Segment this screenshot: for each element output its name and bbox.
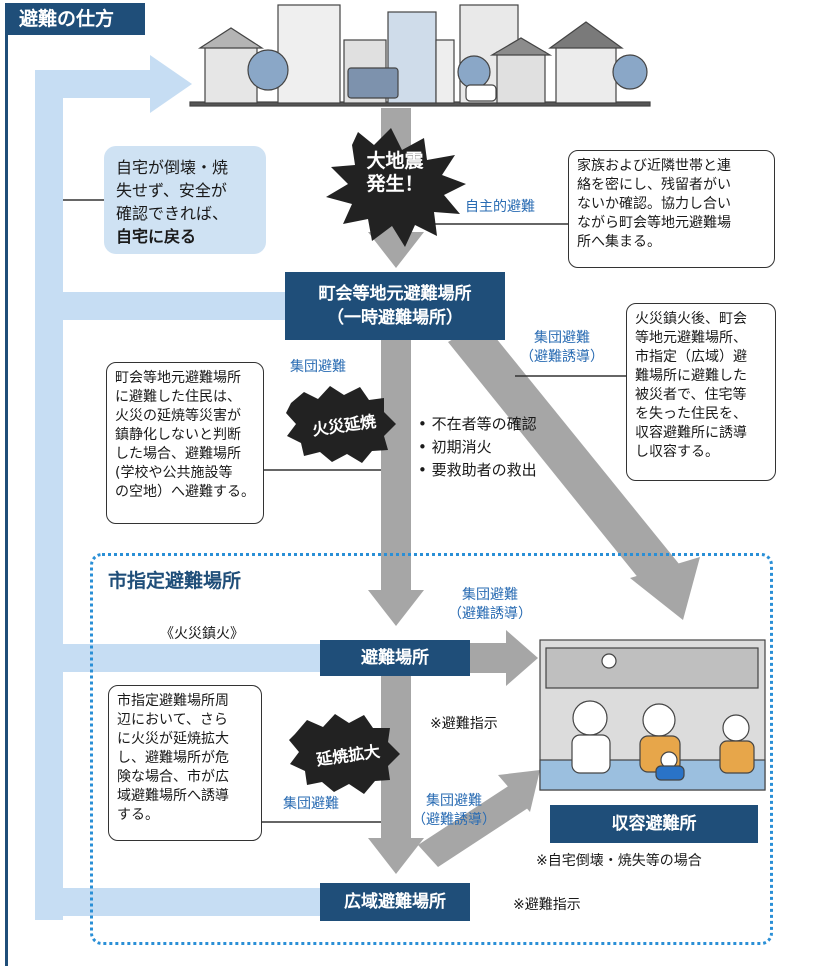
note-line: 辺において、さら (117, 712, 228, 728)
voluntary-evacuation-label: 自主的避難 (465, 199, 535, 215)
checklist-item: • 初期消火 (418, 438, 492, 456)
left-rule (5, 32, 8, 966)
earthquake-label: 大地震 発生！ (340, 150, 450, 196)
collapse-case-note: ※自宅倒壊・焼失等の場合 (536, 853, 702, 869)
wide-area-shelter-box: 広域避難場所 (320, 883, 470, 921)
fire-out-label: 《火災鎮火》 (160, 626, 244, 642)
group-guided-label-2: 集団避難 （避難誘導） (448, 586, 532, 624)
city-designated-zone (90, 553, 773, 945)
note-line: 険な場合、市が広 (117, 769, 229, 785)
spread-expand-note: 市指定避難場所周 辺において、さら に火災が延焼拡大 し、避難場所が危 険な場合… (108, 685, 262, 841)
note-line: に火災が延焼拡大 (117, 731, 229, 747)
evacuation-instruction-1: ※避難指示 (430, 716, 498, 732)
checklist-item: • 不在者等の確認 (418, 415, 537, 433)
note-line: 被災者で、住宅等 (635, 387, 747, 403)
note-line: 市指定（広域）避 (635, 349, 747, 365)
note-line: 火災鎮火後、町会 (635, 311, 747, 327)
group-guided-label-1: 集団避難 （避難誘導） (520, 329, 604, 367)
local-shelter-line2: （一時避難場所） (327, 308, 463, 328)
group-evacuation-label-1: 集団避難 (290, 359, 346, 375)
note-line: 域避難場所へ誘導 (117, 788, 229, 804)
return-bold: 自宅に戻る (116, 227, 197, 246)
accommodation-shelter-box: 収容避難所 (550, 805, 758, 843)
label-line: 集団避難 (426, 793, 482, 809)
note-line: 等地元避難場所、 (635, 330, 747, 346)
note-line: (学校や公共施設等 (115, 465, 233, 481)
label-line: （避難誘導） (412, 812, 496, 828)
connector-lines (63, 199, 626, 823)
action-checklist: • 不在者等の確認 • 初期消火 • 要救助者の救出 (418, 413, 537, 482)
checklist-text: 要救助者の救出 (431, 461, 537, 479)
local-shelter-line1: 町会等地元避難場所 (318, 284, 472, 304)
note-line: 絡を密にし、残留者がい (577, 177, 731, 193)
return-line: 自宅が倒壊・焼 (116, 158, 229, 177)
fire-spread-note: 町会等地元避難場所 に避難した住民は、 火災の延焼等災害が 鎮静化しないと判断 … (106, 362, 264, 524)
return-connectors (63, 292, 321, 916)
note-line: 町会等地元避難場所 (115, 370, 241, 386)
note-line: 所へ集まる。 (577, 234, 661, 250)
label-line: （避難誘導） (448, 606, 532, 622)
checklist-text: 初期消火 (431, 438, 492, 456)
checklist-item: • 要救助者の救出 (418, 461, 537, 479)
voluntary-note: 家族および近隣世帯と連 絡を密にし、残留者がい ないか確認。協力し合い ながら町… (568, 150, 775, 268)
group-evacuation-label-2: 集団避難 (283, 796, 339, 812)
checklist-text: 不在者等の確認 (431, 415, 537, 433)
note-line: ながら町会等地元避難場 (577, 215, 731, 231)
note-line: した場合、避難場所 (115, 446, 241, 462)
evacuation-instruction-2: ※避難指示 (513, 897, 581, 913)
group-guided-label-3: 集団避難 （避難誘導） (412, 792, 496, 830)
return-line: 失せず、安全が (116, 181, 227, 200)
earthquake-line1: 大地震 (366, 150, 424, 172)
evacuation-site-box: 避難場所 (320, 640, 470, 676)
local-shelter-box: 町会等地元避難場所 （一時避難場所） (285, 272, 505, 340)
page-title: 避難の仕方 (5, 3, 145, 35)
note-line: 収容避難所に誘導 (635, 425, 747, 441)
expand-burst (289, 714, 400, 794)
note-line: 鎮静化しないと判断 (115, 427, 241, 443)
note-line: する。 (117, 807, 159, 823)
earthquake-line2: 発生！ (366, 173, 424, 195)
note-line: 火災の延焼等災害が (115, 408, 241, 424)
fire-spread-burst (286, 386, 396, 463)
note-line: に避難した住民は、 (115, 389, 241, 405)
label-line: 集団避難 (462, 587, 518, 603)
note-line: 家族および近隣世帯と連 (577, 158, 731, 174)
return-line: 確認できれば、 (116, 204, 229, 223)
earthquake-burst (326, 128, 466, 247)
label-line: （避難誘導） (520, 349, 604, 365)
after-fire-note: 火災鎮火後、町会 等地元避難場所、 市指定（広域）避 難場所に避難した 被災者で… (626, 303, 776, 481)
return-home-note: 自宅が倒壊・焼 失せず、安全が 確認できれば、 自宅に戻る (104, 146, 266, 254)
note-line: ないか確認。協力し合い (577, 196, 731, 212)
label-line: 集団避難 (534, 330, 590, 346)
note-line: 難場所に避難した (635, 368, 747, 384)
shelter-illustration (539, 639, 766, 791)
zone-title: 市指定避難場所 (108, 570, 242, 592)
note-line: し収容する。 (635, 444, 719, 460)
note-line: の空地）へ避難する。 (115, 484, 255, 500)
note-line: し、避難場所が危 (117, 750, 229, 766)
note-line: を失った住民を、 (635, 406, 747, 422)
note-line: 市指定避難場所周 (117, 693, 229, 709)
town-illustration (189, 4, 651, 107)
return-arrow (35, 55, 192, 920)
